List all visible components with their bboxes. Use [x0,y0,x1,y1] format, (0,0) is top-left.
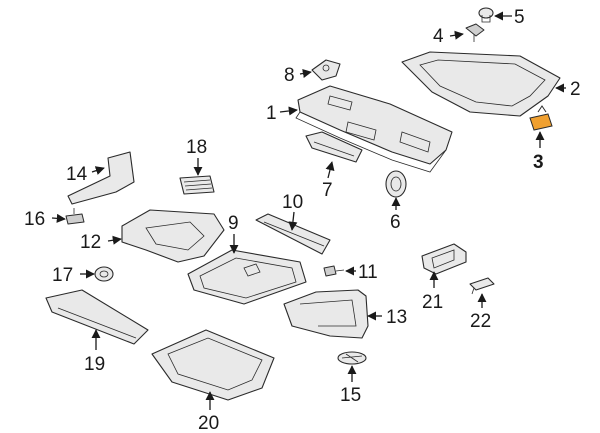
part-3-bracket-highlighted [529,105,553,131]
part-8-cap [311,59,341,81]
callout-6: 6 [390,212,401,233]
callout-8: 8 [284,65,295,86]
callout-20: 20 [198,413,219,433]
callout-10: 10 [282,192,303,213]
part-4-clip [465,23,485,42]
callout-18: 18 [186,137,207,158]
part-7-trim-strip [305,131,363,163]
part-11-bolt [323,265,345,277]
part-2-package-shelf [401,51,561,117]
callout-1: 1 [266,103,277,124]
callout-21: 21 [422,292,443,313]
part-1-seatback-panel [295,85,453,173]
callout-17: 17 [52,265,73,286]
part-20-trunk-liner [151,329,275,401]
part-22-connector [469,277,495,295]
part-21-bracket [421,243,467,275]
part-14-trim-panel [67,151,135,205]
callout-16: 16 [24,209,45,230]
part-9-floor-mat [187,249,307,305]
part-17-nut [94,266,114,282]
callout-9: 9 [228,213,239,234]
callout-13: 13 [386,307,407,328]
callout-11: 11 [358,262,378,283]
callout-2: 2 [570,79,581,100]
part-18-vent-grille [179,175,215,195]
callout-5: 5 [514,7,525,28]
callout-14: 14 [66,164,88,185]
part-15-cover [337,351,367,365]
callout-3: 3 [533,152,544,173]
part-19-sill-plate [45,289,149,345]
part-16-pin [65,208,85,225]
part-12-side-compartment [121,209,225,263]
leader-lines [51,11,566,410]
callout-22: 22 [470,311,491,332]
part-10-sill-trim [255,213,331,255]
callout-4: 4 [433,26,444,47]
callout-labels: 1 2 3 4 5 6 7 8 9 10 11 12 13 14 15 16 1… [24,7,581,433]
callout-19: 19 [84,354,105,375]
part-5-retainer [478,7,494,23]
callout-12: 12 [80,232,101,253]
callout-15: 15 [340,385,361,406]
callout-7: 7 [322,180,333,201]
part-13-quarter-trim [283,289,369,339]
part-6-speaker [385,170,407,198]
